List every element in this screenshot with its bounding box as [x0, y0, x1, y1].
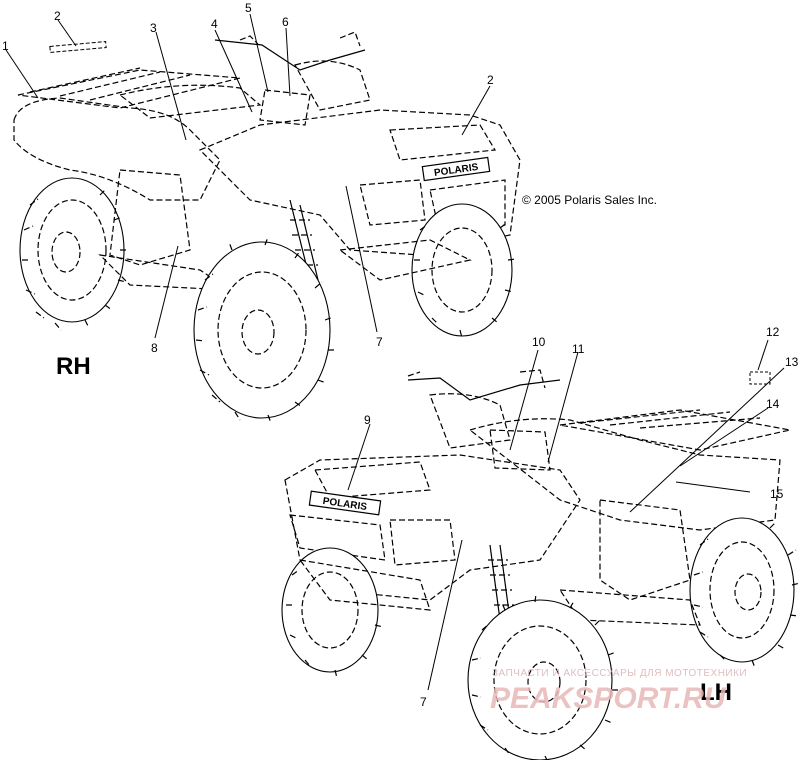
- callout-leader-lines: [5, 13, 785, 691]
- callout-14: 14: [766, 397, 780, 411]
- callout-7-lh: 7: [420, 695, 427, 709]
- view-label-rh: RH: [56, 353, 91, 380]
- callout-10: 10: [532, 335, 546, 349]
- callout-12: 12: [766, 325, 780, 339]
- callout-15: 15: [770, 487, 784, 501]
- callout-2-right: 2: [487, 73, 494, 87]
- callout-3: 3: [150, 21, 157, 35]
- watermark-site: PEAKSPORT.RU: [490, 682, 727, 715]
- callout-2-top: 2: [54, 9, 61, 23]
- copyright-notice: © 2005 Polaris Sales Inc.: [522, 193, 657, 207]
- watermark-tagline: ЗАПЧАСТИ И АКСЕССУАРЫ ДЛЯ МОТОТЕХНИКИ: [492, 668, 747, 679]
- watermark: ЗАПЧАСТИ И АКСЕССУАРЫ ДЛЯ МОТОТЕХНИКИ PE…: [490, 668, 747, 715]
- callout-11: 11: [572, 342, 585, 356]
- atv-right-view: POLARIS: [13, 31, 521, 424]
- callout-9: 9: [364, 413, 371, 427]
- callout-13: 13: [785, 355, 799, 369]
- callout-8: 8: [151, 341, 158, 355]
- callout-5: 5: [245, 1, 252, 15]
- atv-left-view: POLARIS: [281, 369, 800, 760]
- callout-1: 1: [2, 39, 9, 53]
- callout-4: 4: [211, 17, 218, 31]
- callout-7-rh: 7: [376, 335, 383, 349]
- view-label-lh: LH: [700, 679, 732, 706]
- callout-6: 6: [282, 15, 289, 29]
